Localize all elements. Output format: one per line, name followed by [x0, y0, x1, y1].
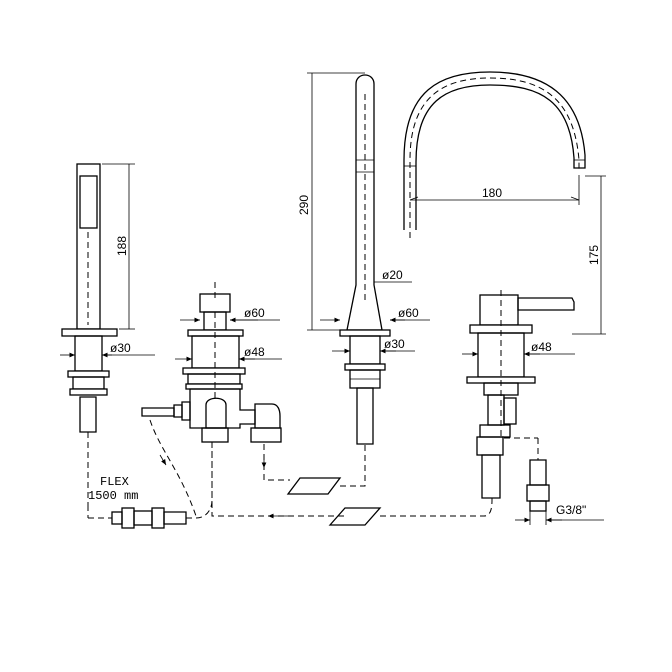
supply-connection: G3/8"	[504, 437, 604, 525]
hand-shower-shank	[74, 335, 103, 372]
dimension-188: 188	[102, 163, 135, 330]
dimension-diverter-body: ø48	[175, 345, 282, 362]
spout-tube	[346, 74, 383, 331]
dimension-mixer-body: ø48	[462, 340, 575, 357]
dimension-hand-shower-dia: ø30	[60, 341, 155, 358]
hand-shower-spray-face	[79, 175, 98, 229]
flex-length: 1500 mm	[88, 489, 138, 503]
dimension-175: 175	[572, 175, 606, 335]
mixer	[466, 290, 575, 499]
diverter-outlet	[201, 427, 229, 443]
hand-shower-holder	[61, 328, 118, 337]
dim-spout-height: 290	[297, 195, 311, 215]
dim-connection-thread: G3/8"	[556, 503, 586, 517]
flex-hose: FLEX 1500 mm	[87, 475, 187, 529]
dimension-180: 180	[409, 175, 580, 205]
flex-label: FLEX	[100, 475, 129, 489]
dimension-290: 290	[297, 72, 365, 331]
mixer-lever	[517, 297, 575, 311]
diverter	[141, 282, 282, 443]
dimension-spout-base: ø60	[320, 306, 430, 323]
spout	[339, 74, 391, 445]
dim-spout-tube: ø20	[382, 268, 403, 282]
dim-spout-reach: 180	[482, 186, 502, 200]
hand-shower-hose-connector	[79, 396, 97, 433]
gooseneck-outline	[403, 71, 586, 238]
dim-diverter-top: ø60	[244, 306, 265, 320]
spout-hose	[356, 387, 374, 445]
dim-spout-shank: ø30	[384, 337, 405, 351]
spout-flange	[339, 329, 391, 337]
hose-section-mid	[286, 477, 342, 495]
dim-diverter-body: ø48	[244, 345, 265, 359]
dim-mixer-body: ø48	[531, 340, 552, 354]
dim-hand-shower-base: ø30	[110, 341, 131, 355]
mixer-body-top	[479, 294, 519, 326]
hose-section-bottom	[328, 507, 382, 526]
dimension-spout-tube: ø20	[374, 268, 412, 283]
dimension-spout-shank: ø30	[332, 337, 415, 354]
flow-paths	[149, 419, 493, 526]
dimension-diverter-top: ø60	[180, 306, 280, 323]
hand-shower	[61, 163, 118, 505]
dim-spout-base: ø60	[398, 306, 419, 320]
dim-spout-outlet-height: 175	[587, 245, 601, 265]
dim-hand-shower-height: 188	[115, 236, 129, 256]
